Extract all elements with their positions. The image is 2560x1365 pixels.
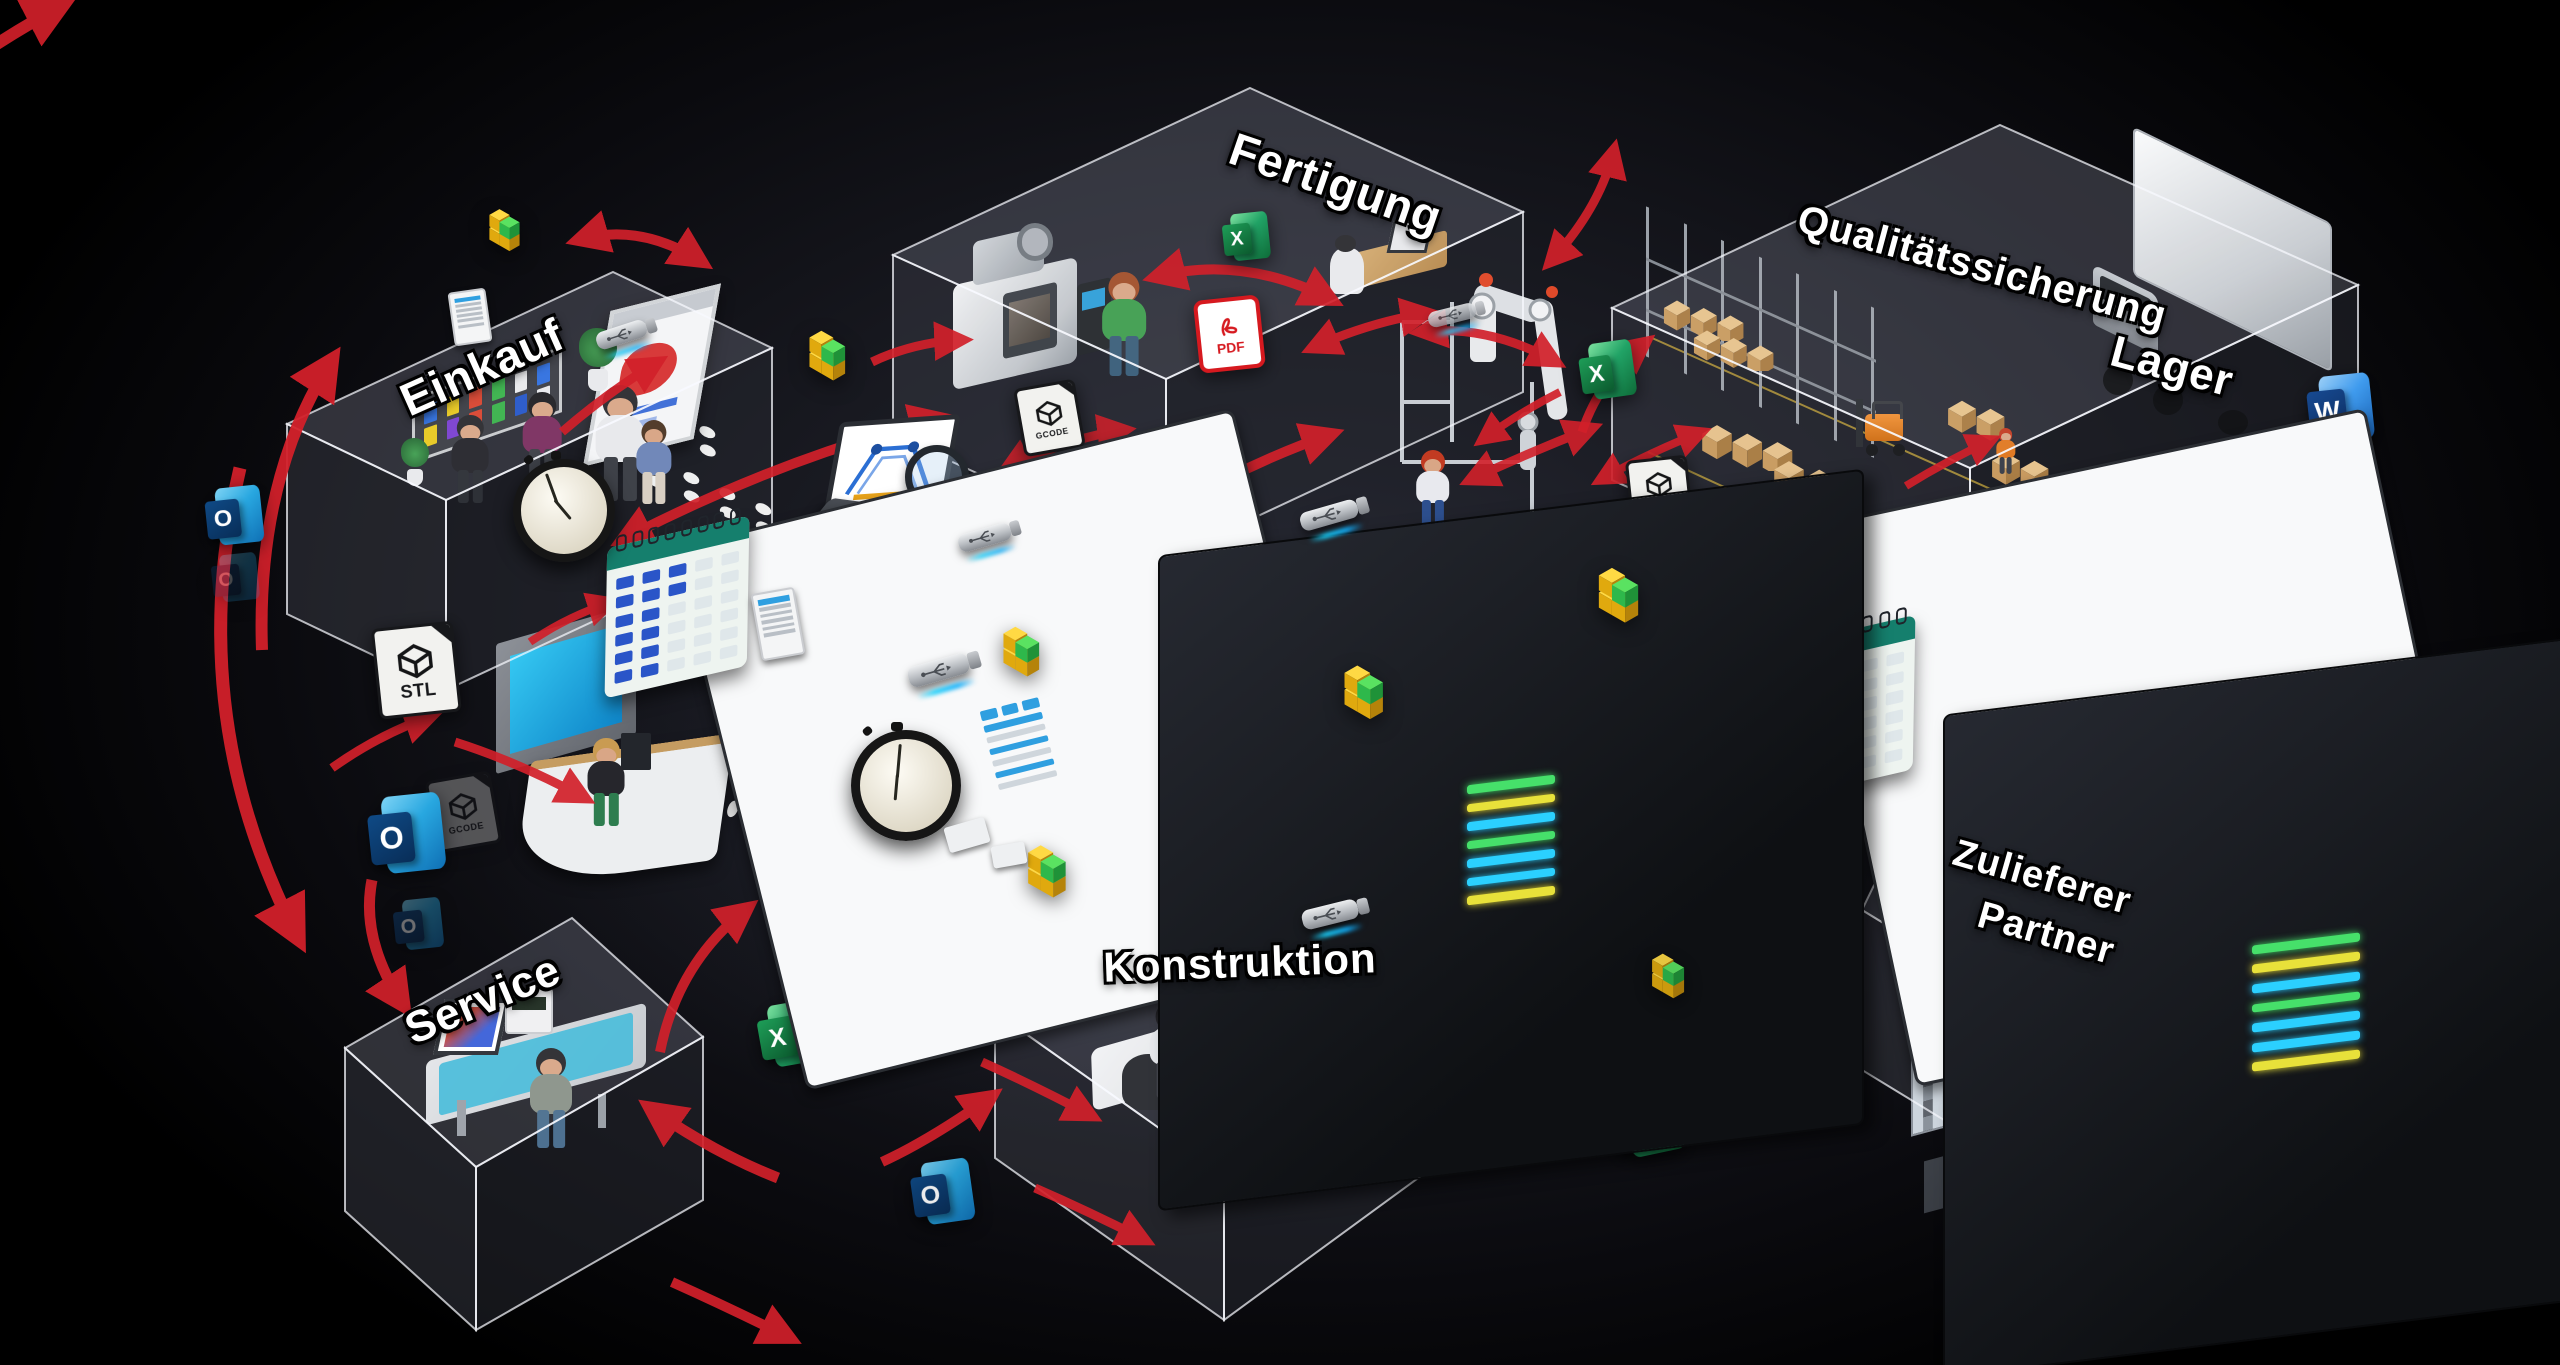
red-arrow [1033,1183,1156,1246]
red-arrow [1459,419,1604,487]
person-figure [1101,272,1146,376]
person-figure [1416,450,1450,530]
red-arrow [565,210,714,270]
cnc-machine [946,220,1114,391]
red-arrow [255,346,341,651]
pdf-file-icon: PDF [1192,294,1267,374]
red-arrow [638,1099,781,1184]
red-arrow [669,1277,802,1344]
label-fertigung: Fertigung [1223,122,1449,244]
gcode-file-icon: GCODE [1012,378,1086,458]
label-konstruktion: Konstruktion [1102,934,1378,991]
red-arrow [1903,434,2002,490]
red-arrow [1590,424,1712,486]
usb-stick-icon [1425,292,1490,341]
person-figure [587,738,625,826]
usb-stick-icon [1298,886,1374,943]
red-arrow [453,737,596,804]
red-arrow [1301,297,1440,355]
usb-stick-icon [592,307,663,363]
usb-stick-icon [903,639,987,703]
forklift [1850,392,1924,466]
red-arrow [329,706,444,772]
plant [396,438,434,486]
cardboard-boxes [1692,326,1790,376]
red-arrow [559,355,669,436]
red-arrow [655,899,759,1053]
puzzle-cubes-icon [1330,654,1414,738]
red-arrow [879,1088,1003,1167]
reception-desk [486,603,736,889]
label-service: Service [397,945,568,1055]
stopwatch-icon [513,451,615,562]
red-arrow [1142,247,1344,307]
label-qualitaetssicherung: Qualitätssicherung [1792,197,2172,338]
red-arrow [870,321,974,367]
puzzle-cubes-icon [478,200,544,266]
puzzle-cubes-icon [796,320,874,398]
red-arrow [980,1057,1103,1122]
gcode-file-icon: GCODE [424,770,503,854]
usb-stick-icon [954,510,1026,566]
cardboard-boxes [1662,296,1760,346]
delivery-truck [2088,126,2338,435]
stl-file-icon: STL [370,620,462,720]
label-lager: Lager [2105,326,2239,407]
puzzle-cubes-icon [1584,556,1670,642]
puzzle-cubes-icon [1014,834,1096,916]
red-arrow [1541,138,1627,271]
service-workbench [426,987,646,1136]
usb-stick-icon [1295,485,1374,546]
person-figure [451,415,489,503]
red-arrow [0,0,77,50]
red-arrow [527,592,623,646]
red-arrow [364,878,413,1019]
puzzle-cubes-icon [990,616,1068,694]
label-einkauf: Einkauf [392,308,572,426]
service-glass-box [343,916,705,1333]
puzzle-cubes-icon [1640,944,1710,1014]
stopwatch-icon [851,722,961,842]
